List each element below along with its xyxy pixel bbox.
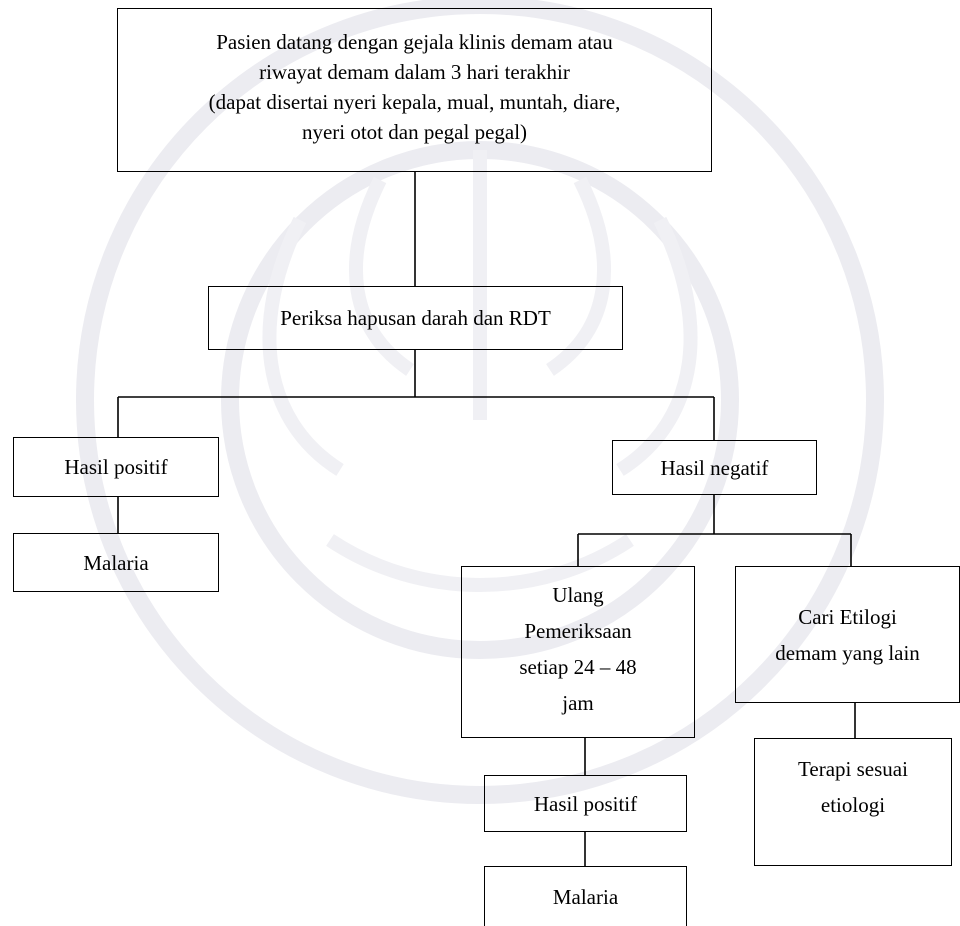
positive-result-label: Hasil positif (64, 455, 168, 479)
repeat-malaria-box: Malaria (484, 866, 687, 926)
other-cause-line-2: demam yang lain (775, 640, 920, 665)
negative-result-label: Hasil negatif (660, 455, 769, 480)
repeat-line-2: Pemeriksaan (524, 619, 632, 643)
start-line-3: (dapat disertai nyeri kepala, mual, munt… (208, 90, 621, 114)
repeat-line-3: setiap 24 – 48 (519, 655, 637, 679)
start-line-4: nyeri otot dan pegal pegal) (301, 120, 528, 144)
malaria-box: Malaria (13, 533, 219, 592)
repeat-exam-box: Ulang Pemeriksaan setiap 24 – 48 jam (461, 566, 695, 738)
exam-box: Periksa hapusan darah dan RDT (208, 286, 623, 350)
therapy-box: Terapi sesuai etiologi (754, 738, 952, 866)
positive-result-box: Hasil positif (13, 437, 219, 497)
start-box: Pasien datang dengan gejala klinis demam… (117, 8, 712, 172)
negative-result-box: Hasil negatif (612, 440, 817, 495)
other-cause-line-1: Cari Etilogi (798, 604, 897, 629)
exam-label: Periksa hapusan darah dan RDT (280, 306, 551, 330)
other-cause-box: Cari Etilogi demam yang lain (735, 566, 960, 703)
therapy-line-1: Terapi sesuai (798, 757, 908, 781)
therapy-line-2: etiologi (820, 793, 886, 817)
repeat-malaria-label: Malaria (552, 884, 619, 909)
repeat-positive-box: Hasil positif (484, 775, 687, 832)
malaria-label: Malaria (83, 550, 149, 575)
repeat-line-1: Ulang (552, 583, 604, 607)
repeat-line-4: jam (562, 691, 594, 715)
start-line-1: Pasien datang dengan gejala klinis demam… (216, 30, 613, 54)
repeat-positive-label: Hasil positif (533, 791, 638, 816)
start-line-2: riwayat demam dalam 3 hari terakhir (259, 60, 570, 84)
